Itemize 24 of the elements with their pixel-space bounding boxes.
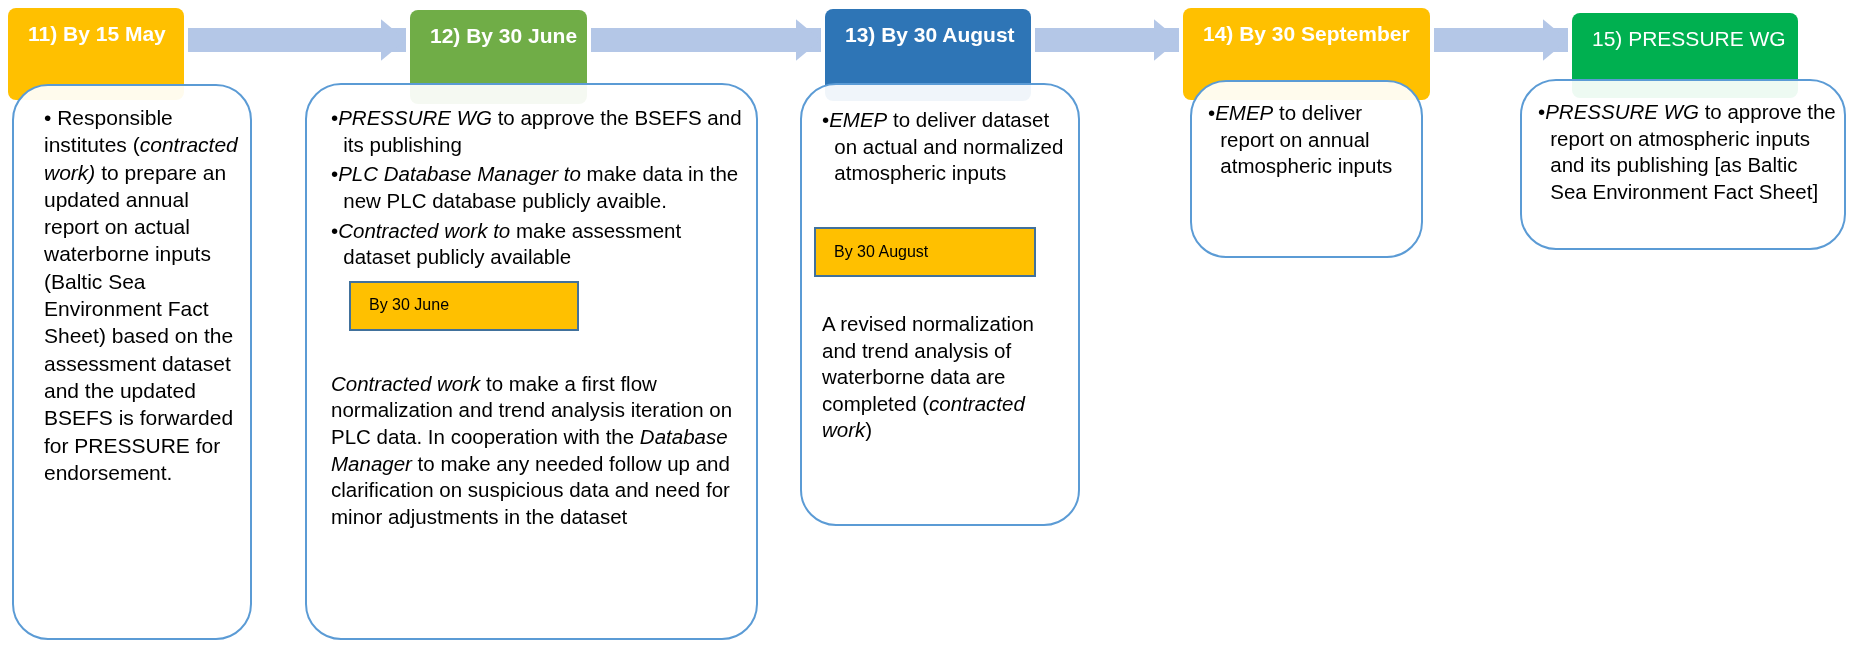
block-arrow [188, 19, 406, 61]
bullet-item: •PRESSURE WG to approve the report on atmospheric inputs and its publishing [as Baltic Sea Environment Fact Sheet] [1538, 99, 1836, 205]
deadline-box: By 30 June [349, 280, 579, 331]
task-text: Contracted work to make a first flow normalization and trend analysis iteration on PLC data. In cooperation with the Database Manager to make any needed follow up and clarification on suspicious data and need for minor adjustments in the dataset [331, 370, 734, 531]
task-text: A revised normalization and trend analysis of waterborne data are completed (contracted work) [822, 310, 1035, 444]
bullet-item: •EMEP to deliver report on annual atmospheric inputs [1208, 100, 1394, 180]
stage-title: 11) By 15 May [28, 22, 166, 46]
stage-title: 12) By 30 June [430, 24, 578, 48]
task-card [800, 83, 1080, 526]
task-card [12, 84, 252, 640]
deadline-box: By 30 August [814, 226, 1036, 277]
stage-title: 14) By 30 September [1203, 22, 1410, 46]
bullet-item: •Contracted work to make assessment dataset publicly available [331, 217, 683, 271]
stage-title: 15) PRESSURE WG [1592, 27, 1786, 51]
task-card [305, 83, 758, 640]
task-card [1520, 79, 1846, 250]
bullet-item: •PLC Database Manager to make data in the new PLC database publicly avaible. [331, 161, 740, 214]
task-card [1190, 80, 1423, 258]
block-arrow [591, 19, 821, 61]
block-arrow [1434, 19, 1568, 61]
task-text: • Responsible institutes (contracted work) to prepare an updated annual report on actual waterborne inputs (Baltic Sea Environment Fact Sheet) based on the assessment dataset and the updated BSEFS is forwarded for PRESSURE for endorsement. [44, 105, 239, 486]
stage-title: 13) By 30 August [845, 23, 1015, 47]
block-arrow [1035, 19, 1179, 61]
bullet-item: •EMEP to deliver dataset on actual and normalized atmospheric inputs [822, 107, 1065, 187]
